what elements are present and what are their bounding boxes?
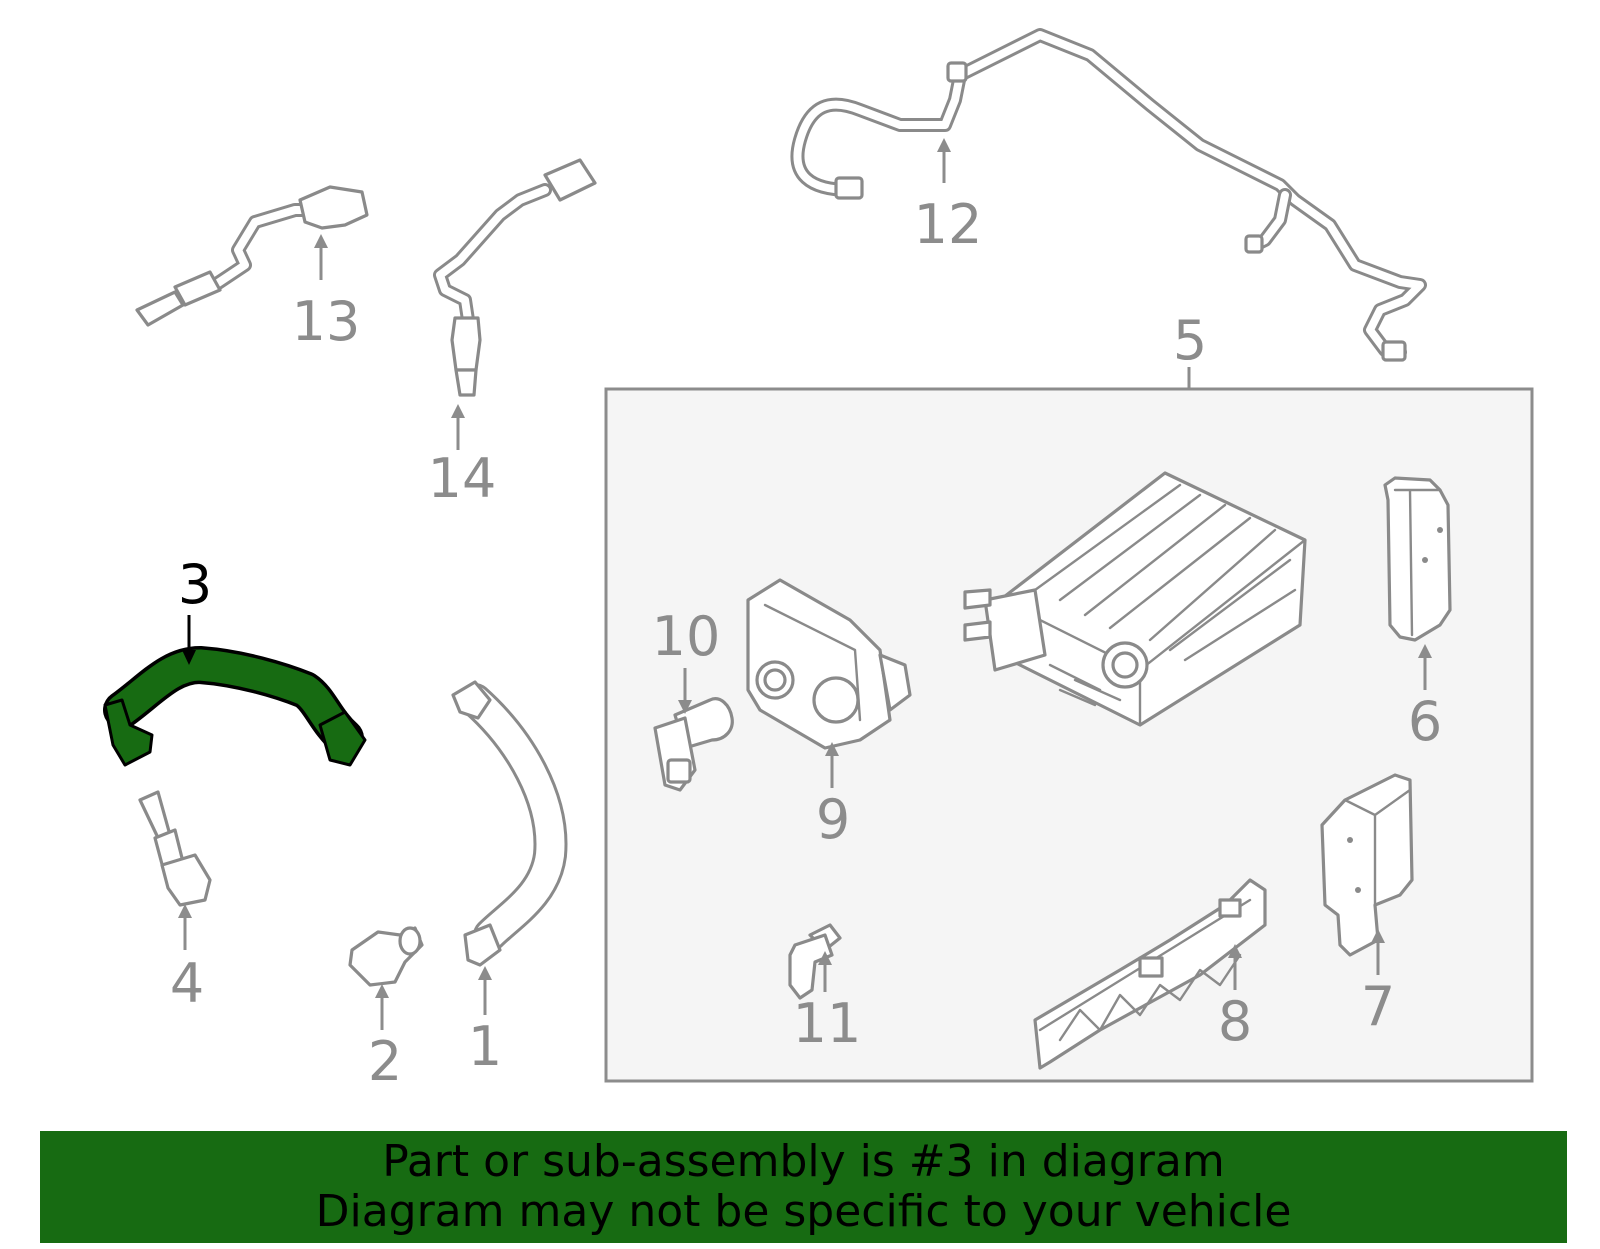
part-9-purge-valve[interactable]	[746, 578, 912, 750]
arrowhead-3	[182, 650, 196, 665]
part-5-evap-canister[interactable]	[963, 471, 1307, 727]
leader-arrows	[178, 138, 1432, 1030]
part-10-valve[interactable]	[653, 697, 734, 792]
callout-13: 13	[292, 290, 361, 353]
callout-11: 11	[793, 992, 862, 1055]
callout-14: 14	[428, 447, 497, 510]
callout-1: 1	[468, 1015, 502, 1078]
callout-10: 10	[652, 605, 721, 668]
callout-3: 3	[178, 553, 212, 616]
banner-line-2: Diagram may not be specific to your vehi…	[315, 1186, 1292, 1237]
part-4-sensor[interactable]	[138, 790, 212, 907]
part-8-bracket[interactable]	[1033, 878, 1267, 1070]
callout-6: 6	[1408, 690, 1442, 753]
callout-12: 12	[914, 193, 983, 256]
info-banner: Part or sub-assembly is #3 in diagram Di…	[40, 1131, 1567, 1243]
callout-7: 7	[1361, 975, 1395, 1038]
part-12-vapor-line[interactable]	[790, 28, 1427, 362]
part-11-fitting[interactable]	[788, 923, 842, 1000]
callout-8: 8	[1218, 990, 1252, 1053]
banner-line-1: Part or sub-assembly is #3 in diagram	[382, 1136, 1225, 1187]
part-2-connector[interactable]	[348, 926, 424, 987]
callout-5: 5	[1173, 309, 1207, 372]
callout-2: 2	[368, 1030, 402, 1093]
part-1-hose[interactable]	[451, 680, 568, 967]
callout-9: 9	[816, 788, 850, 851]
callout-labels: 1 2 3 4 5 6 7 8 9 10 11 12 13 14	[170, 193, 1442, 1093]
part-13-oxygen-sensor[interactable]	[135, 185, 369, 327]
part-14-oxygen-sensor[interactable]	[433, 158, 597, 397]
part-6-bracket[interactable]	[1383, 476, 1452, 642]
part-3-hose-highlighted[interactable]	[103, 646, 367, 767]
callout-4: 4	[170, 952, 204, 1015]
